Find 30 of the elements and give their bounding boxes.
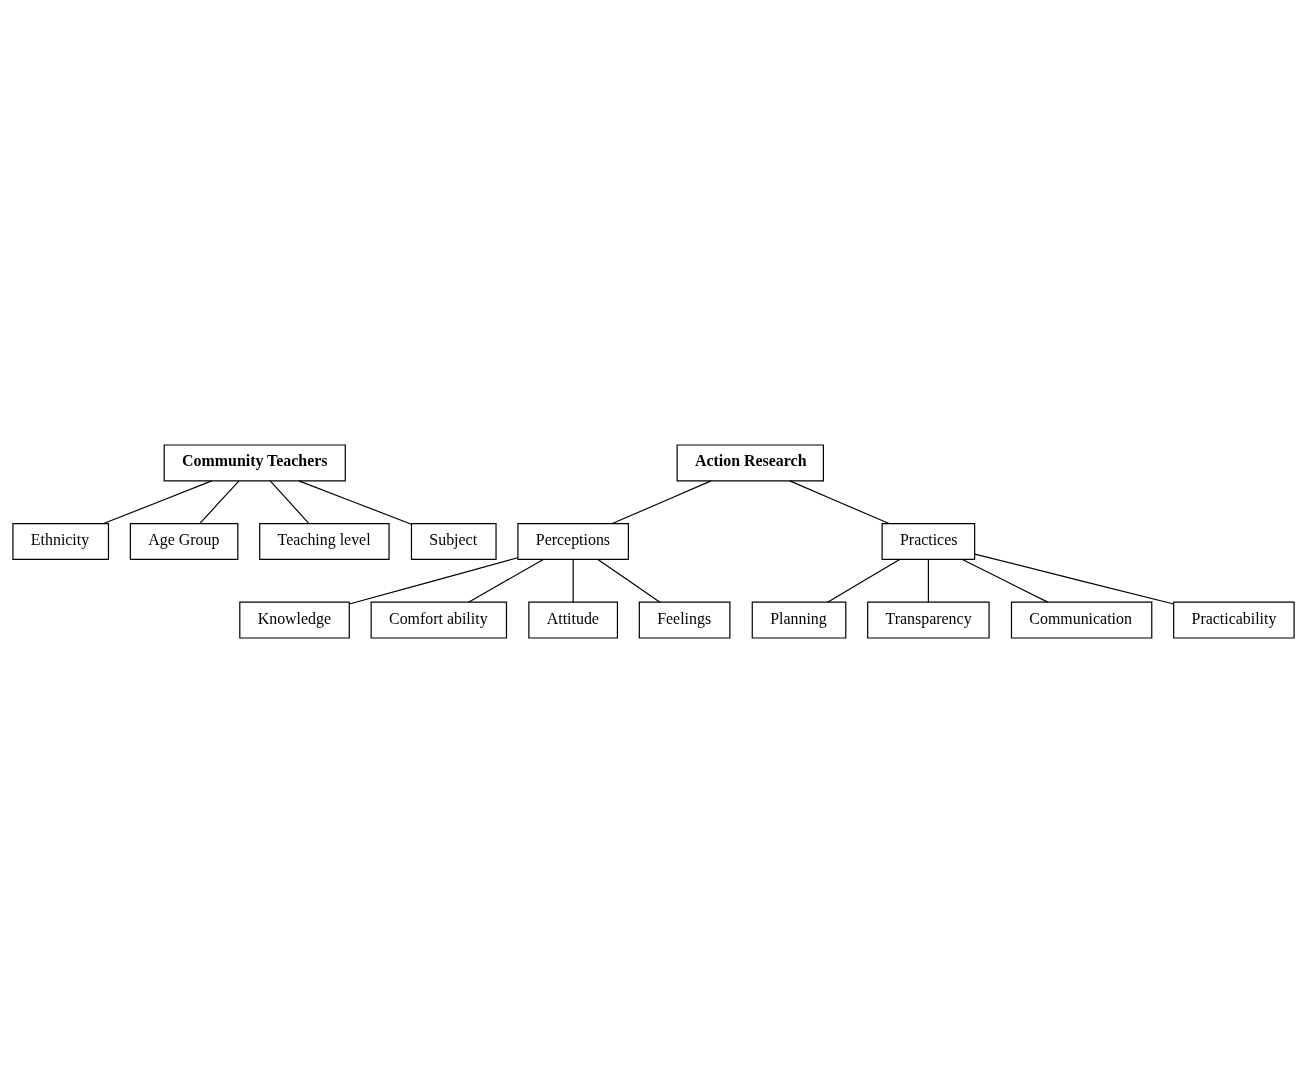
connector [467, 558, 544, 603]
node-box: Action Research [676, 444, 824, 482]
connector [611, 480, 712, 525]
connector [927, 558, 929, 603]
node-box: Transparency [867, 601, 990, 639]
connector [298, 480, 412, 525]
node-box: Ethnicity [12, 523, 110, 560]
node-box: Practices [881, 523, 976, 560]
node-box: Community Teachers [163, 444, 346, 482]
connector [789, 480, 890, 525]
connector [269, 480, 310, 525]
node-box: Planning [751, 601, 847, 639]
connector [572, 558, 574, 603]
connector [597, 558, 661, 603]
node-box: Practicability [1173, 601, 1295, 639]
node-box: Teaching level [259, 523, 390, 560]
node-box: Age Group [129, 523, 239, 560]
node-box: Subject [410, 523, 497, 560]
connector [199, 480, 240, 525]
connector [103, 480, 213, 525]
connector [348, 557, 519, 605]
node-box: Feelings [638, 601, 731, 639]
connector [827, 558, 901, 603]
connector [961, 558, 1049, 603]
node-box: Perceptions [517, 523, 629, 560]
node-box: Attitude [528, 601, 619, 639]
connector [974, 553, 1175, 605]
node-box: Knowledge [239, 601, 350, 639]
node-box: Communication [1010, 601, 1153, 639]
node-box: Comfort ability [370, 601, 508, 639]
